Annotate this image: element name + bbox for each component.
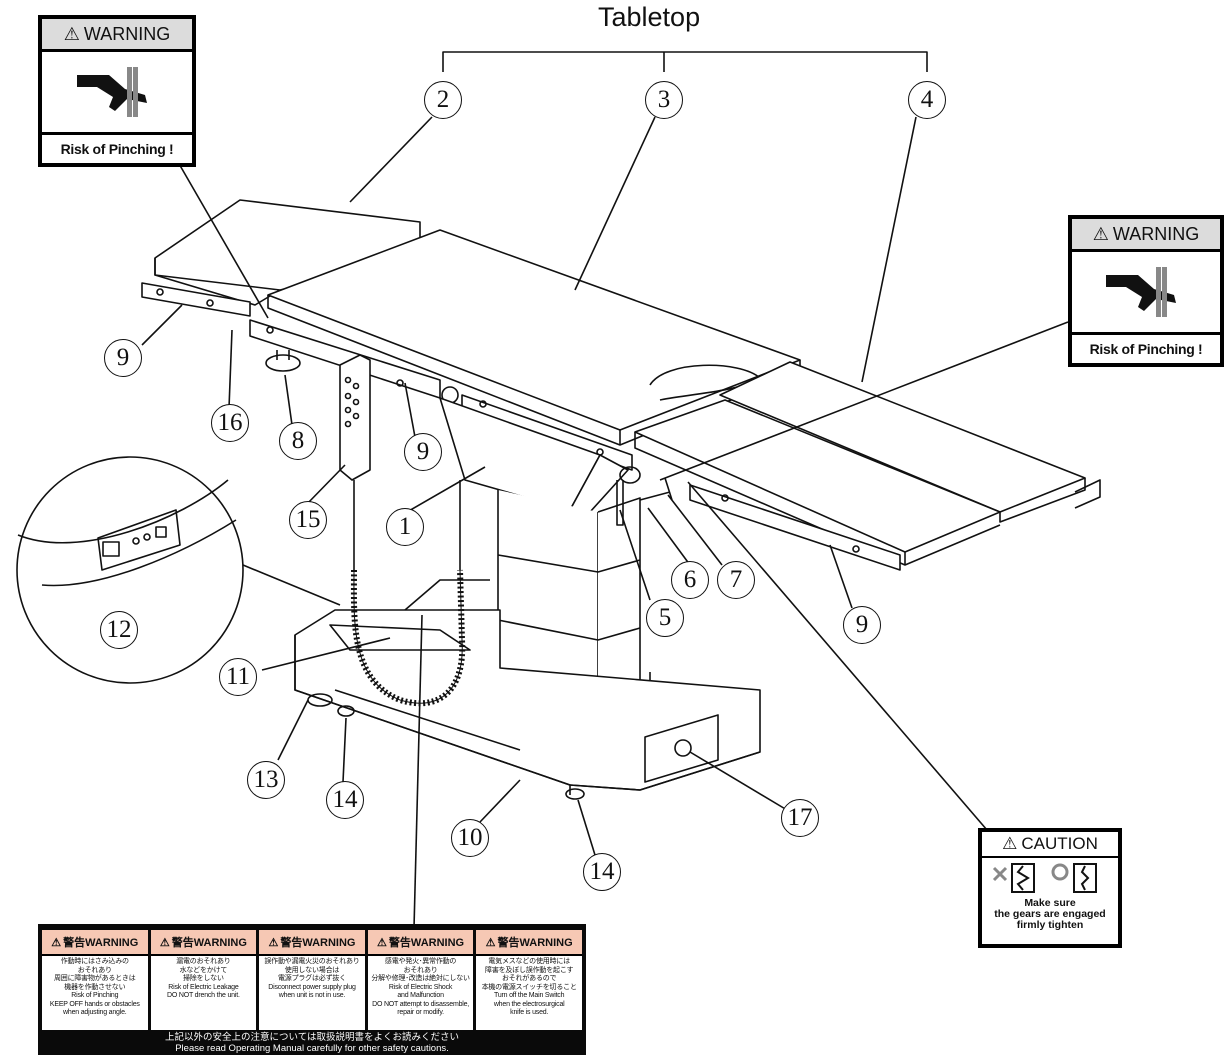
tabletop-title: Tabletop <box>598 2 701 32</box>
pinching-hand-icon <box>42 52 192 132</box>
warning-triangle-icon: ⚠ <box>377 936 387 949</box>
callout-14: 14 <box>583 853 621 891</box>
caution-header: ⚠ CAUTION <box>982 832 1118 858</box>
callout-2: 2 <box>424 81 462 119</box>
warning-triangle-icon: ⚠ <box>159 936 170 949</box>
safety-footer: 上記以外の安全上の注意については取扱説明書をよくお読みください Please r… <box>164 1032 460 1054</box>
callout-13: 13 <box>247 761 285 799</box>
callout-16: 16 <box>211 404 249 442</box>
warning-triangle-icon: ⚠ <box>1092 223 1109 244</box>
callout-6: 6 <box>671 561 709 599</box>
gear-engagement-icon <box>982 858 1118 898</box>
warning-triangle-icon: ⚠ <box>485 936 496 949</box>
callout-3: 3 <box>645 81 683 119</box>
callout-4: 4 <box>908 81 946 119</box>
callout-5: 5 <box>646 599 684 637</box>
warning-triangle-icon: ⚠ <box>51 936 62 949</box>
warning-label-pinching-right: ⚠ WARNING Risk of Pinching ! <box>1068 215 1224 367</box>
caution-text: Make sure the gears are engaged firmly t… <box>994 897 1106 931</box>
callout-12: 12 <box>100 611 138 649</box>
warning-column-text: 電気メスなどの使用時には障害を及ぼし誤作動を起こすおそれがあるので本機の電源スイ… <box>481 958 577 1016</box>
warning-header: ⚠ WARNING <box>42 19 192 52</box>
callout-15: 15 <box>289 501 327 539</box>
callout-1: 1 <box>386 508 424 546</box>
warning-column-header: ⚠警告WARNING <box>476 930 582 956</box>
warning-column-header: ⚠警告WARNING <box>42 930 148 956</box>
warning-header: ⚠ WARNING <box>1072 219 1220 252</box>
caution-triangle-icon: ⚠ <box>1002 834 1018 853</box>
warning-triangle-icon: ⚠ <box>268 936 279 949</box>
callout-7: 7 <box>717 561 755 599</box>
callout-10: 10 <box>451 819 489 857</box>
callout-17: 17 <box>781 799 819 837</box>
warning-column-header: ⚠警告WARNING <box>150 930 257 956</box>
callout-9: 9 <box>104 339 142 377</box>
callout-9: 9 <box>404 433 442 471</box>
warning-label-pinching-left: ⚠ WARNING Risk of Pinching ! <box>38 15 196 167</box>
warning-column-header: ⚠警告WARNING <box>259 930 365 956</box>
callout-14: 14 <box>326 781 364 819</box>
callout-8: 8 <box>279 422 317 460</box>
callout-11: 11 <box>219 658 257 696</box>
pinching-hand-icon <box>1072 252 1220 332</box>
warning-column-header: ⚠警告WARNING <box>367 930 474 956</box>
callout-9: 9 <box>843 606 881 644</box>
caution-label-gears: ⚠ CAUTION Make sure the gears are engage… <box>978 828 1122 948</box>
warning-triangle-icon: ⚠ <box>63 23 80 44</box>
